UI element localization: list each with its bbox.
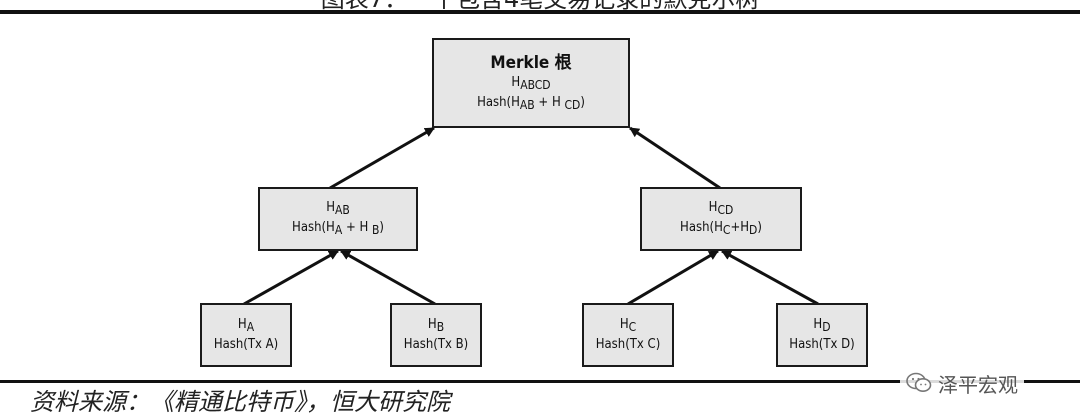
tree-edges [243,126,819,306]
root-hash: Hash(HAB + H CD) [477,95,585,112]
hd-hash: Hash(Tx D) [789,337,855,352]
top-rule [0,10,1080,14]
leaf-hd: HD Hash(Tx D) [776,303,868,367]
edge-cd-to-root [629,126,721,190]
hab-hash: Hash(HA + H B) [292,220,384,237]
node-hcd: HCD Hash(HC+HD) [640,187,802,251]
wechat-icon [906,372,932,392]
hab-label: HAB [326,200,350,217]
merkle-root-node: Merkle 根 HABCD Hash(HAB + H CD) [432,38,630,128]
source-caption: 资料来源：《精通比特币》，恒大研究院 [30,388,450,416]
figure-caption-top: 图表7：一个包含4笔交易记录的默克尔树 [0,0,1080,12]
leaf-hc: HC Hash(Tx C) [582,303,674,367]
node-hab: HAB Hash(HA + H B) [258,187,418,251]
watermark-text: 泽平宏观 [938,372,1018,397]
hc-label: HC [619,317,637,334]
hb-label: HB [427,317,445,334]
bottom-rule [0,380,1080,383]
leaf-ha: HA Hash(Tx A) [200,303,292,367]
root-label: HABCD [511,75,551,92]
hd-label: HD [813,317,831,334]
edge-ab-to-root [329,126,435,190]
watermark: 泽平宏观 [900,370,1024,397]
root-title: Merkle 根 [490,53,572,73]
ha-label: HA [237,317,255,334]
hc-hash: Hash(Tx C) [595,337,661,352]
edge-d-to-cd [721,249,819,306]
hb-hash: Hash(Tx B) [403,337,469,352]
hcd-label: HCD [708,200,734,217]
leaf-hb: HB Hash(Tx B) [390,303,482,367]
edge-b-to-ab [340,249,436,306]
ha-hash: Hash(Tx A) [213,337,279,352]
edge-c-to-cd [627,249,719,306]
hcd-hash: Hash(HC+HD) [680,220,762,237]
edge-a-to-ab [243,249,339,306]
